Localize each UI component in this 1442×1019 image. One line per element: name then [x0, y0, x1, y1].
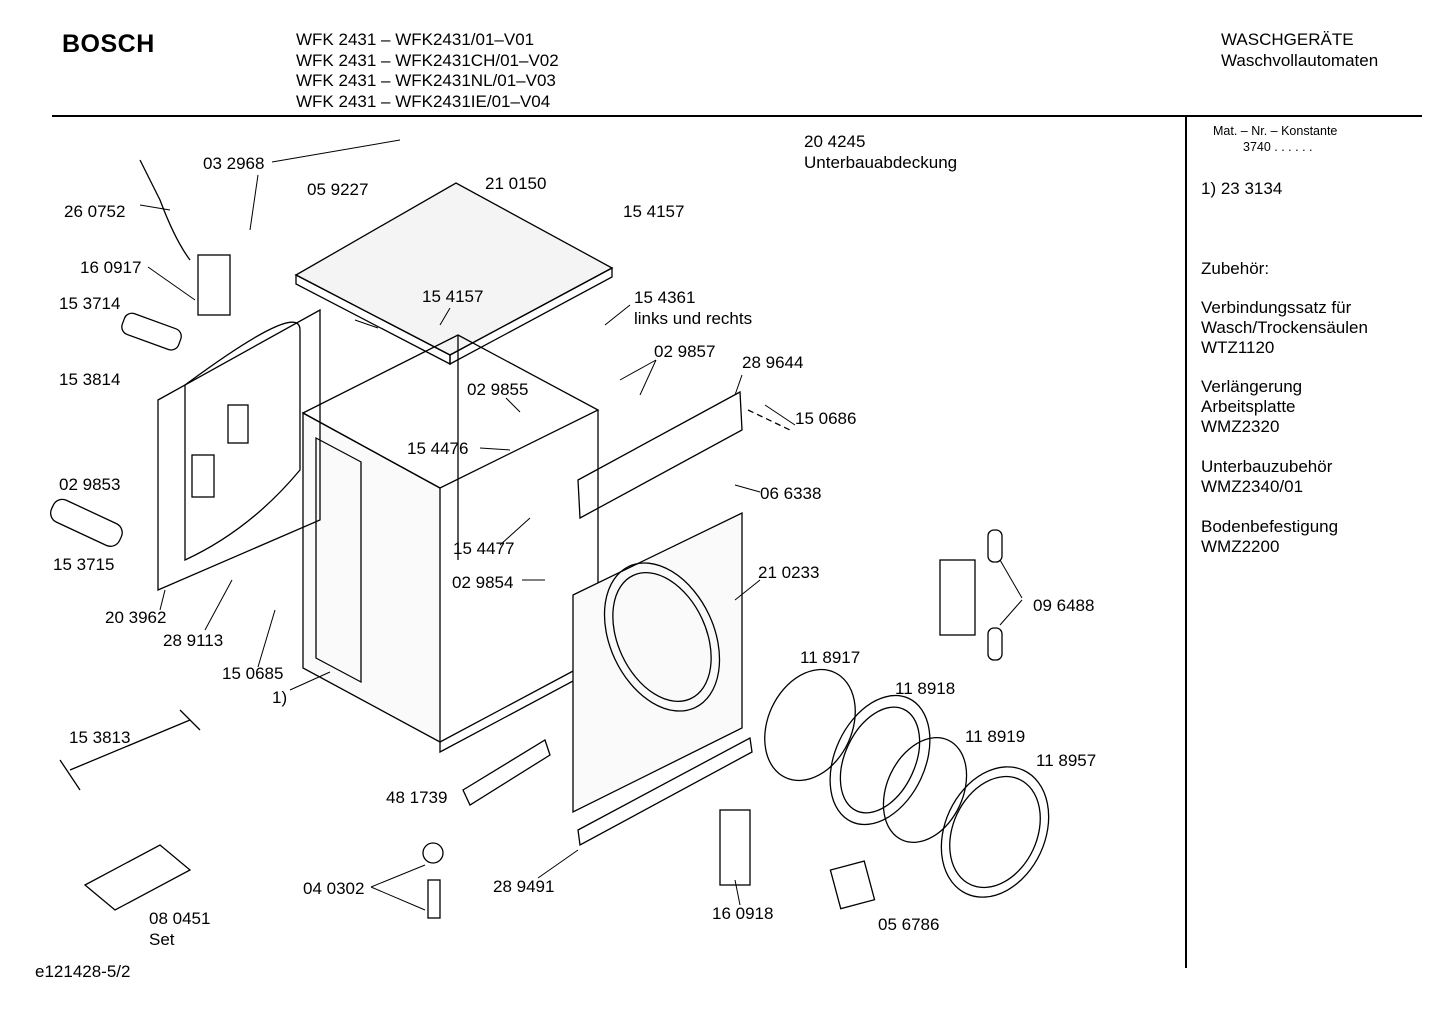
part-label: 02 9855 [467, 380, 529, 399]
part-label: 02 9857 [654, 342, 716, 361]
sidebar-divider [1185, 116, 1187, 968]
part-label: 15 4477 [453, 539, 515, 558]
part-label: 15 4476 [407, 439, 469, 458]
part-label: 09 6488 [1033, 596, 1095, 615]
part-label: Set [149, 930, 175, 949]
part-label: 15 4157 [422, 287, 484, 306]
model-line: WFK 2431 – WFK2431IE/01–V04 [296, 91, 551, 111]
door-bowl [882, 736, 968, 844]
model-line: WFK 2431 – WFK2431CH/01–V02 [296, 50, 559, 70]
part-label: 15 3814 [59, 370, 121, 389]
drawing-id: e121428-5/2 [35, 962, 131, 981]
wrench [59, 709, 201, 791]
mat-value: 3740 . . . . . . [1243, 140, 1313, 154]
part-label: 11 8919 [965, 727, 1026, 746]
part-label: 15 3715 [53, 555, 115, 574]
part-label: 11 8918 [895, 679, 956, 698]
model-line: WFK 2431 – WFK2431NL/01–V03 [296, 71, 556, 90]
part-label: 05 6786 [878, 915, 940, 934]
part-label: 16 0917 [80, 258, 142, 277]
part-label: links und rechts [634, 309, 753, 328]
part-label: 26 0752 [64, 202, 126, 221]
part-label: 28 9491 [493, 877, 555, 896]
category-subtitle: Waschvollautomaten [1221, 50, 1379, 70]
power-cord [139, 159, 191, 261]
part-label: 02 9854 [452, 573, 514, 592]
part-label: 15 4361 [634, 288, 696, 307]
part-label: 16 0918 [712, 904, 774, 923]
part-label: 15 0686 [795, 409, 857, 428]
part-label: 20 4245 [804, 132, 866, 151]
part-label: 28 9644 [742, 353, 804, 372]
model-list: WFK 2431 – WFK2431/01–V01 WFK 2431 – WFK… [296, 30, 559, 112]
part-label: 48 1739 [386, 788, 448, 807]
part-label: 05 9227 [307, 180, 369, 199]
part-label: Unterbauabdeckung [804, 153, 958, 172]
top-cover [294, 182, 614, 356]
control-panel [577, 390, 743, 520]
accessories-title: Zubehör: [1201, 259, 1270, 278]
part-label: 20 3962 [105, 608, 167, 627]
mat-label: Mat. – Nr. – Konstante [1213, 124, 1338, 138]
part-label: 15 3714 [59, 294, 121, 313]
part-label: 06 6338 [760, 484, 822, 503]
part-label: 04 0302 [303, 879, 365, 898]
part-label: 08 0451 [149, 909, 211, 928]
part-label: 03 2968 [203, 154, 265, 173]
part-label: 11 8957 [1036, 751, 1097, 770]
part-label: 21 0150 [485, 174, 547, 193]
door-glass [764, 668, 856, 782]
category: WASCHGERÄTE Waschvollautomaten [1221, 30, 1378, 71]
bosch-logo: BOSCH [62, 30, 155, 58]
shipping-bracket [83, 844, 192, 911]
door-ring-outer [940, 766, 1050, 898]
part-label: 02 9853 [59, 475, 121, 494]
cabinet-side [302, 411, 441, 744]
part-label: 28 9113 [163, 631, 224, 650]
part-label: 15 0685 [222, 664, 284, 683]
header-divider [52, 115, 1422, 117]
model-line: WFK 2431 – WFK2431/01–V01 [296, 30, 535, 49]
part-label: 11 8917 [800, 648, 861, 667]
plinth [577, 736, 753, 847]
front-panel [572, 511, 743, 814]
category-title: WASCHGERÄTE [1221, 30, 1354, 49]
part-label: 15 3813 [69, 728, 131, 747]
rear-panel [157, 308, 321, 591]
door-ring-inner [829, 694, 931, 826]
part-label: 21 0233 [758, 563, 820, 582]
part-label: 15 4157 [623, 202, 685, 221]
footnote: 1) 23 3134 [1201, 179, 1283, 198]
part-label: 1) [272, 688, 288, 707]
